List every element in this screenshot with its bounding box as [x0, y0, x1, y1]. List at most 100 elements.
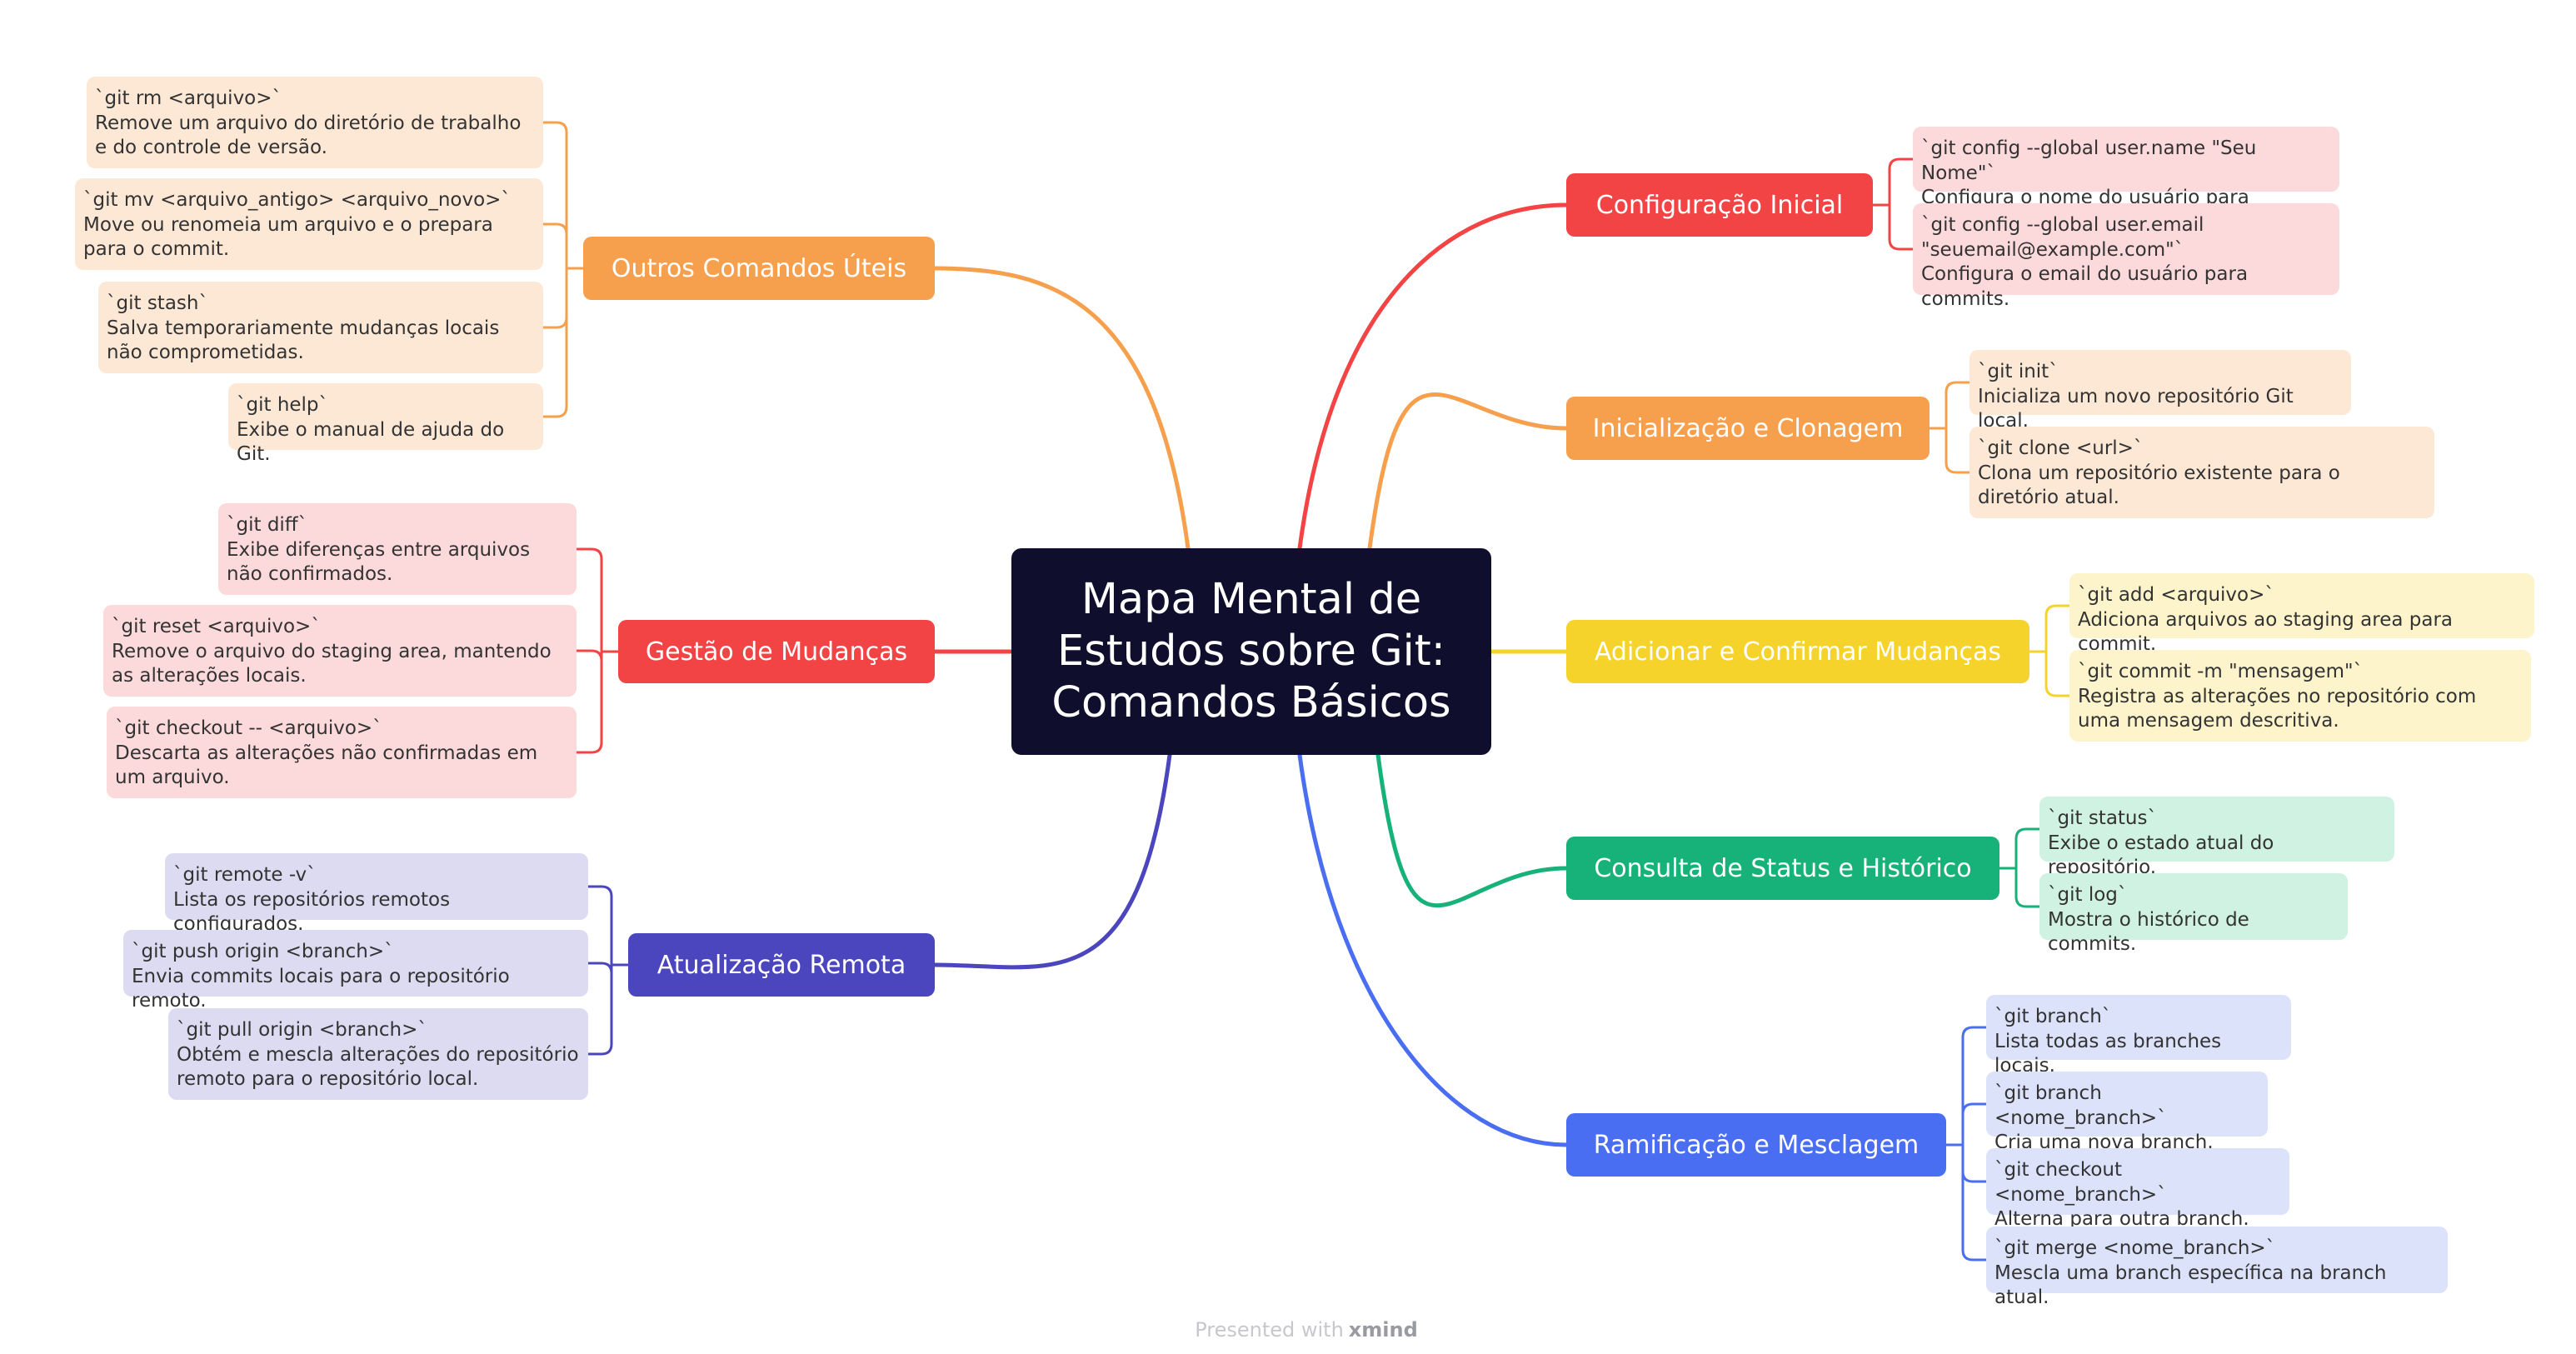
leaf-connector-status-0: [2014, 827, 2041, 841]
leaf-title: `git merge <nome_branch>`: [1994, 1237, 2276, 1259]
leaf-git-commit[interactable]: `git commit -m "mensagem"` Registra as a…: [2069, 650, 2531, 742]
leaf-connector-branching-2: [1961, 1170, 1988, 1183]
leaf-desc: Mostra o histórico de commits.: [2048, 908, 2249, 956]
branch-connector-branching: [1297, 752, 1569, 1147]
leaf-git-status[interactable]: `git status` Exibe o estado atual do rep…: [2039, 797, 2394, 878]
branch-connector-config: [1297, 202, 1569, 551]
branch-connector-other: [932, 266, 1191, 551]
leaf-connector-config-0: [1888, 157, 1915, 171]
leaf-desc: Exibe diferenças entre arquivos não conf…: [227, 538, 531, 586]
xmind-logo: xmind: [1348, 1318, 1418, 1342]
leaf-connector-init-1: [1944, 461, 1971, 474]
leaf-git-add[interactable]: `git add <arquivo>` Adiciona arquivos ao…: [2069, 573, 2534, 655]
central-topic[interactable]: Mapa Mental de Estudos sobre Git: Comand…: [1011, 548, 1491, 755]
leaf-connector-init-0: [1944, 381, 1971, 394]
leaf-git-remote[interactable]: `git remote -v` Lista os repositórios re…: [165, 853, 588, 935]
leaf-connector-branching-0: [1961, 1026, 1988, 1039]
leaf-git-clone[interactable]: `git clone <url>` Clona um repositório e…: [1969, 427, 2434, 518]
leaf-desc: Remove o arquivo do staging area, manten…: [112, 640, 552, 687]
leaf-title: `git config --global user.email "seuemai…: [1921, 214, 2204, 261]
leaf-connector-config-1: [1888, 237, 1915, 251]
leaf-git-pull[interactable]: `git pull origin <branch>` Obtém e mescl…: [168, 1008, 588, 1100]
leaf-title: `git add <arquivo>`: [2078, 584, 2274, 606]
branch-gestao-mudancas[interactable]: Gestão de Mudanças: [618, 620, 935, 683]
leaf-connector-add-1: [2044, 684, 2071, 697]
leaf-desc: Remove um arquivo do diretório de trabal…: [95, 112, 522, 159]
leaf-git-rm[interactable]: `git rm <arquivo>` Remove um arquivo do …: [87, 77, 543, 168]
branch-outros-comandos[interactable]: Outros Comandos Úteis: [583, 237, 935, 300]
leaf-git-diff[interactable]: `git diff` Exibe diferenças entre arquiv…: [218, 503, 577, 595]
leaf-git-log[interactable]: `git log` Mostra o histórico de commits.: [2039, 873, 2348, 955]
leaf-desc: Salva temporariamente mudanças locais nã…: [107, 317, 500, 364]
leaf-desc: Configura o email do usuário para commit…: [1921, 263, 2249, 310]
leaf-title: `git checkout <nome_branch>`: [1994, 1159, 2167, 1206]
leaf-connector-status-1: [2014, 895, 2041, 908]
leaf-title: `git init`: [1978, 361, 2059, 382]
leaf-connector-other-1: [542, 222, 568, 236]
branch-adicionar-confirmar[interactable]: Adicionar e Confirmar Mudanças: [1566, 620, 2029, 683]
leaf-title: `git mv <arquivo_antigo> <arquivo_novo>`: [83, 189, 511, 211]
leaf-title: `git branch`: [1994, 1006, 2112, 1027]
leaf-connector-changes-0: [575, 547, 603, 561]
leaf-connector-branching-1: [1961, 1102, 1988, 1116]
leaf-git-init[interactable]: `git init` Inicializa um novo repositóri…: [1969, 350, 2351, 432]
leaf-title: `git clone <url>`: [1978, 437, 2144, 459]
leaf-git-config-name[interactable]: `git config --global user.name "Seu Nome…: [1913, 127, 2339, 233]
leaf-git-stash[interactable]: `git stash` Salva temporariamente mudanç…: [98, 282, 543, 373]
leaf-desc: Clona um repositório existente para o di…: [1978, 462, 2340, 509]
leaf-git-branch[interactable]: `git branch` Lista todas as branches loc…: [1986, 995, 2291, 1077]
footer-text: Presented with: [1195, 1318, 1344, 1342]
branch-connector-remote: [932, 752, 1172, 970]
leaf-title: `git commit -m "mensagem"`: [2078, 661, 2364, 682]
leaf-desc: Obtém e mescla alterações do repositório…: [177, 1043, 579, 1091]
central-topic-line-1: Mapa Mental de: [1081, 575, 1422, 624]
leaf-git-config-email[interactable]: `git config --global user.email "seuemai…: [1913, 203, 2339, 310]
leaf-desc: Mescla uma branch específica na branch a…: [1994, 1262, 2387, 1309]
leaf-title: `git reset <arquivo>`: [112, 616, 321, 637]
leaf-connector-remote-0: [587, 885, 613, 898]
leaf-connector-remote-1: [587, 962, 613, 975]
leaf-title: `git rm <arquivo>`: [95, 87, 282, 109]
leaf-connector-changes-2: [575, 741, 603, 754]
leaf-title: `git help`: [237, 394, 329, 416]
leaf-connector-other-0: [542, 121, 568, 134]
leaf-git-push[interactable]: `git push origin <branch>` Envia commits…: [123, 930, 588, 1012]
leaf-connector-other-3: [542, 405, 568, 418]
leaf-title: `git branch <nome_branch>`: [1994, 1082, 2167, 1129]
leaf-git-reset[interactable]: `git reset <arquivo>` Remove o arquivo d…: [103, 605, 577, 697]
branch-consulta-status[interactable]: Consulta de Status e Histórico: [1566, 837, 1999, 900]
leaf-title: `git config --global user.name "Seu Nome…: [1921, 137, 2257, 184]
leaf-desc: Registra as alterações no repositório co…: [2078, 685, 2477, 732]
leaf-git-checkout-branch[interactable]: `git checkout <nome_branch>` Alterna par…: [1986, 1148, 2289, 1230]
leaf-title: `git checkout -- <arquivo>`: [115, 717, 382, 739]
branch-connector-status: [1375, 752, 1569, 908]
branch-ramificacao-mesclagem[interactable]: Ramificação e Mesclagem: [1566, 1113, 1946, 1177]
leaf-desc: Alterna para outra branch.: [1994, 1208, 2249, 1230]
leaf-desc: Envia commits locais para o repositório …: [132, 965, 510, 1012]
central-topic-line-2: Estudos sobre Git:: [1057, 627, 1445, 676]
leaf-git-checkout-file[interactable]: `git checkout -- <arquivo>` Descarta as …: [107, 707, 577, 798]
leaf-desc: Descarta as alterações não confirmadas e…: [115, 742, 538, 789]
leaf-git-help[interactable]: `git help` Exibe o manual de ajuda do Gi…: [228, 383, 543, 465]
leaf-title: `git remote -v`: [173, 864, 317, 886]
branch-inicializacao-clonagem[interactable]: Inicialização e Clonagem: [1566, 397, 1930, 460]
leaf-title: `git push origin <branch>`: [132, 941, 394, 962]
branch-atualizacao-remota[interactable]: Atualização Remota: [628, 933, 935, 997]
leaf-connector-remote-2: [587, 1042, 613, 1056]
leaf-desc: Move ou renomeia um arquivo e o prepara …: [83, 213, 493, 261]
leaf-title: `git log`: [2048, 884, 2128, 906]
branch-configuracao-inicial[interactable]: Configuração Inicial: [1566, 173, 1873, 237]
leaf-connector-other-2: [542, 316, 568, 329]
leaf-git-mv[interactable]: `git mv <arquivo_antigo> <arquivo_novo>`…: [75, 178, 543, 270]
leaf-title: `git stash`: [107, 292, 208, 314]
leaf-desc: Lista todas as branches locais.: [1994, 1030, 2222, 1077]
leaf-git-merge[interactable]: `git merge <nome_branch>` Mescla uma bra…: [1986, 1227, 2448, 1308]
central-topic-line-3: Comandos Básicos: [1051, 678, 1451, 727]
leaf-connector-branching-3: [1961, 1248, 1988, 1262]
leaf-connector-changes-1: [575, 649, 603, 662]
leaf-git-branch-create[interactable]: `git branch <nome_branch>` Cria uma nova…: [1986, 1072, 2268, 1153]
branch-connector-init: [1367, 392, 1569, 551]
leaf-desc: Exibe o manual de ajuda do Git.: [237, 418, 505, 466]
